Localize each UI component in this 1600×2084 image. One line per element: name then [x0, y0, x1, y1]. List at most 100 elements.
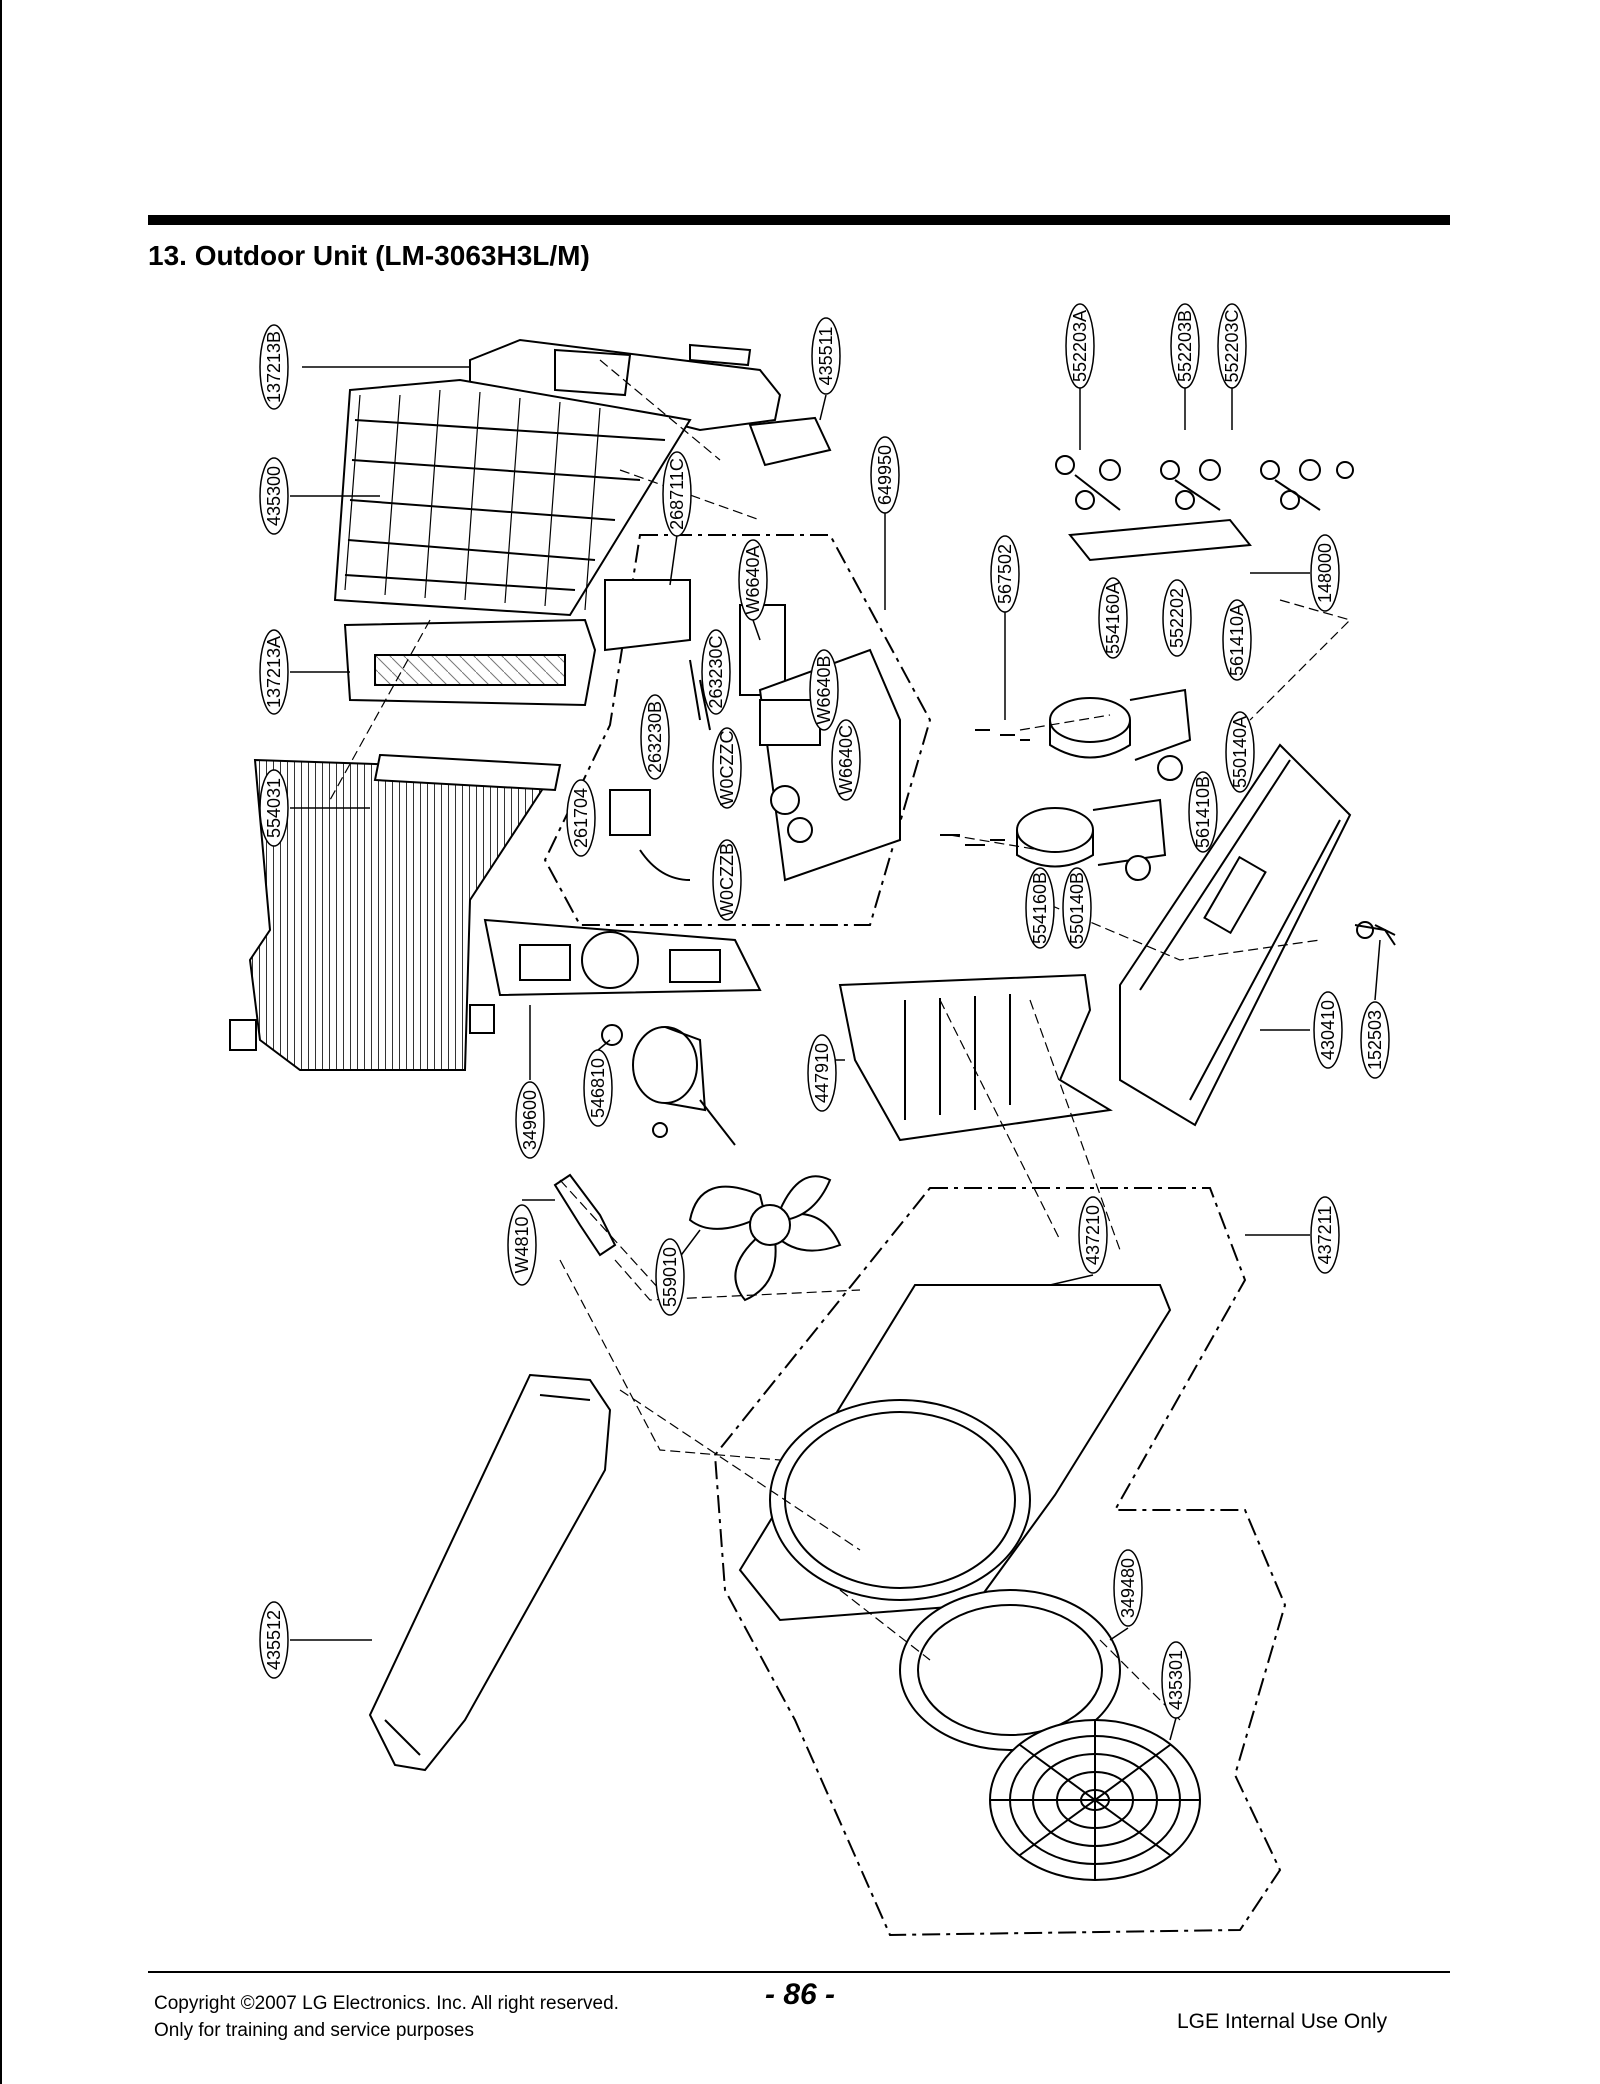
motor-bracket-part — [483, 918, 762, 997]
part-number: 554160A — [1103, 582, 1123, 654]
part-number: 447910 — [812, 1043, 832, 1103]
callout-435512 — [259, 1601, 289, 1679]
callout-435301 — [1161, 1641, 1191, 1719]
copyright-block: Copyright ©2007 LG Electronics. Inc. All… — [154, 1990, 619, 2044]
callout-W4810 — [507, 1204, 537, 1286]
copyright-line: Copyright ©2007 LG Electronics. Inc. All… — [154, 1993, 619, 2014]
orifice-ring-part — [899, 1589, 1121, 1751]
part-number: 148000 — [1315, 543, 1335, 603]
callout-552203B — [1170, 303, 1200, 389]
part-number: 261704 — [571, 788, 591, 848]
leader-349480 — [1109, 1627, 1129, 1641]
callout-437211 — [1310, 1196, 1340, 1274]
leader-435511 — [819, 394, 827, 421]
page-number: - 86 - — [765, 1978, 836, 2011]
callout-137213A — [259, 629, 289, 715]
part-number: 435511 — [816, 327, 836, 386]
section-title: 13. Outdoor Unit (LM-3063H3L/M) — [148, 240, 590, 271]
part-number: 552203A — [1070, 310, 1090, 382]
part-number: 349480 — [1118, 1558, 1138, 1618]
part-number: 263230B — [645, 701, 665, 773]
control-box-components — [604, 579, 901, 882]
support-bracket-part — [553, 1173, 617, 1257]
callout-261704 — [566, 779, 596, 857]
axial-fan-part — [688, 1175, 842, 1302]
part-number: 435300 — [264, 466, 284, 526]
part-number: W6640B — [814, 655, 834, 724]
callout-W0CZZB — [712, 839, 742, 921]
front-cabinet-part — [738, 1284, 1172, 1622]
callout-349480 — [1113, 1549, 1143, 1627]
top-rule — [148, 215, 1450, 225]
leader-437210 — [1049, 1274, 1094, 1286]
callout-W6640B — [809, 649, 839, 731]
callout-550140B — [1062, 867, 1092, 949]
side-panel-part — [343, 618, 597, 707]
leader-268711C — [669, 534, 678, 586]
service-panel-part — [368, 1373, 612, 1772]
part-number: 561410A — [1227, 604, 1247, 676]
leader-152503 — [1374, 939, 1381, 1001]
part-number: W4810 — [512, 1216, 532, 1273]
base-pan-part — [1119, 743, 1396, 1127]
part-number: W0CZZC — [717, 731, 737, 806]
part-number: 137213A — [264, 636, 284, 708]
callout-263230C — [701, 629, 731, 715]
callout-W6640A — [738, 539, 768, 621]
leader-546810 — [597, 1039, 611, 1051]
part-number: 554160B — [1030, 872, 1050, 944]
part-number: 550140A — [1230, 716, 1250, 788]
part-number: 268711C — [667, 458, 687, 530]
control-box-outline — [543, 534, 932, 926]
fan-motor-part — [601, 1024, 736, 1146]
callout-561410B — [1188, 771, 1218, 853]
part-number: 152503 — [1365, 1010, 1385, 1070]
part-number: 349600 — [520, 1090, 540, 1150]
part-number: 263230C — [706, 635, 726, 708]
callout-552203A — [1065, 303, 1095, 389]
callout-552203C — [1217, 303, 1247, 389]
partition-part — [838, 973, 1113, 1142]
part-number: W6640A — [743, 545, 763, 614]
callout-263230B — [640, 694, 670, 780]
part-number: W0CZZB — [717, 843, 737, 917]
part-number: 430410 — [1318, 1000, 1338, 1060]
part-number: 559010 — [660, 1247, 680, 1307]
part-number: 649950 — [875, 445, 895, 505]
part-number: 552203B — [1175, 310, 1195, 382]
drain-elbow-part — [1354, 924, 1396, 946]
part-number: 552203C — [1222, 309, 1242, 382]
bottom-rule — [148, 1971, 1450, 1973]
callout-550140A — [1225, 711, 1255, 793]
callout-554160A — [1098, 577, 1128, 659]
assembly-guide-lines — [329, 359, 1352, 1721]
part-number: 137213B — [264, 331, 284, 403]
fan-guard-part — [989, 1719, 1201, 1881]
rear-grille-part — [333, 378, 692, 617]
callout-447910 — [807, 1034, 837, 1112]
callout-437210 — [1078, 1196, 1108, 1274]
valve-bracket-part — [1068, 518, 1252, 562]
top-rear-panel-part — [748, 416, 832, 467]
callout-554031 — [259, 769, 289, 847]
part-number: 567502 — [995, 544, 1015, 604]
condenser-coil-part — [229, 753, 562, 1071]
callout-W6640C — [831, 719, 861, 801]
callout-552202 — [1162, 579, 1192, 657]
part-number: 554031 — [264, 778, 284, 838]
compressor-b-part — [940, 798, 1167, 881]
service-valves-part — [1055, 455, 1354, 511]
callout-567502 — [990, 535, 1020, 613]
callout-546810 — [583, 1049, 613, 1127]
part-number: 435512 — [264, 1610, 284, 1670]
callout-137213B — [259, 324, 289, 410]
part-number: 546810 — [588, 1058, 608, 1118]
callout-561410A — [1222, 599, 1252, 681]
page-edge — [0, 0, 2, 2084]
callout-268711C — [662, 451, 692, 537]
leader-435301 — [1169, 1717, 1177, 1741]
part-number: W6640C — [836, 725, 856, 795]
callout-152503 — [1360, 1001, 1390, 1079]
callout-430410 — [1313, 991, 1343, 1069]
